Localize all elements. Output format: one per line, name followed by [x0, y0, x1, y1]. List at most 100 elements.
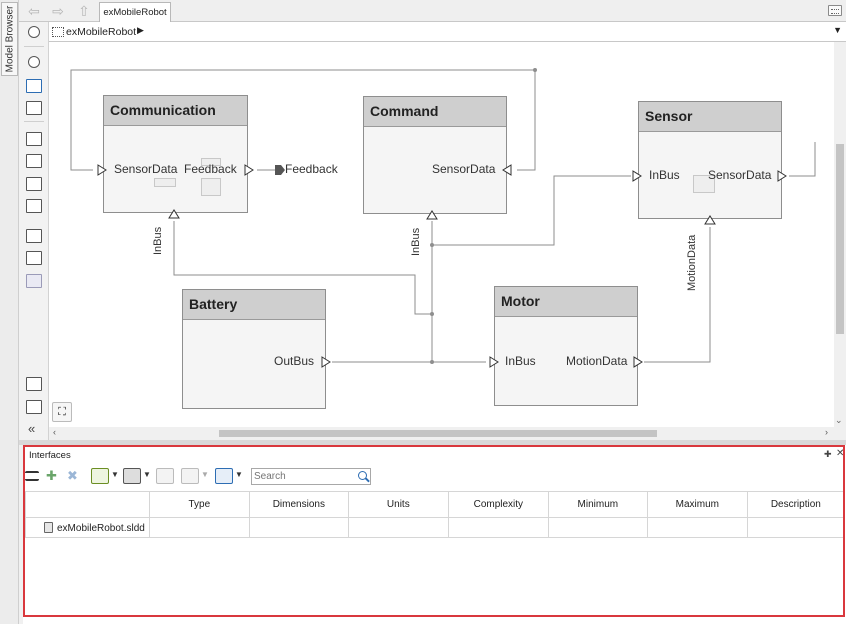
- port-in-icon[interactable]: [489, 356, 499, 368]
- model-browser-tab[interactable]: Model Browser: [1, 2, 18, 76]
- add-element-icon[interactable]: ✚: [46, 468, 57, 483]
- top-toolbar: ⇦ ⇨ ⇧ exMobileRobot: [19, 0, 846, 23]
- pin-icon[interactable]: ✚: [824, 449, 832, 459]
- port-out-icon[interactable]: [502, 164, 512, 176]
- component-sensor[interactable]: Sensor: [638, 101, 782, 219]
- area-icon[interactable]: [26, 274, 42, 288]
- columns-icon[interactable]: [215, 468, 233, 484]
- fit-to-view-icon[interactable]: [26, 79, 42, 93]
- scroll-left-icon[interactable]: ‹: [53, 427, 56, 437]
- port-in-icon[interactable]: [97, 164, 107, 176]
- port-in-icon[interactable]: [704, 215, 716, 225]
- component-motor[interactable]: Motor: [494, 286, 638, 406]
- scroll-down-icon[interactable]: ⌄: [835, 415, 843, 425]
- component-command[interactable]: Command: [363, 96, 507, 214]
- breadcrumb-arrow-icon[interactable]: ▶: [137, 25, 144, 35]
- search-box[interactable]: [251, 468, 371, 485]
- port-in-icon[interactable]: [426, 210, 438, 220]
- connection-lines: [70, 68, 816, 364]
- table-row[interactable]: exMobileRobot.sldd: [25, 517, 845, 538]
- link-icon[interactable]: [156, 468, 174, 484]
- chevron-down-icon[interactable]: ▼: [111, 470, 119, 479]
- import-icon[interactable]: [91, 468, 109, 484]
- image-icon[interactable]: [26, 251, 42, 265]
- keyboard-icon[interactable]: [828, 5, 842, 16]
- internal-block: [693, 175, 715, 193]
- forward-arrow-icon[interactable]: ⇨: [52, 3, 64, 19]
- port-out-icon[interactable]: [777, 170, 787, 182]
- port-label: SensorData: [432, 162, 496, 176]
- hierarchy-icon[interactable]: ⛶: [52, 402, 72, 422]
- port-label: SensorData: [708, 168, 772, 182]
- component-title: Command: [364, 97, 506, 127]
- column-header-maximum[interactable]: Maximum: [646, 491, 748, 518]
- chevron-down-icon[interactable]: ▼: [143, 470, 151, 479]
- add-interface-icon[interactable]: [25, 471, 39, 481]
- horizontal-scrollbar[interactable]: ‹ ›: [49, 427, 834, 440]
- diagram-canvas[interactable]: Communication Command Sensor Battery Mot…: [49, 42, 834, 427]
- chevron-down-icon[interactable]: ▼: [833, 25, 842, 35]
- column-header-dimensions[interactable]: Dimensions: [248, 491, 349, 518]
- port-label: SensorData: [114, 162, 178, 176]
- component-title: Battery: [183, 290, 325, 320]
- tool-palette: «: [19, 22, 49, 442]
- internal-block: [201, 158, 221, 166]
- up-arrow-icon[interactable]: ⇧: [78, 3, 90, 19]
- vertical-scrollbar[interactable]: ⌄: [834, 42, 846, 427]
- horizontal-scroll-thumb[interactable]: [219, 430, 657, 437]
- zoom-icon[interactable]: [28, 56, 40, 68]
- back-arrow-icon[interactable]: ⇦: [28, 3, 40, 19]
- adapter-icon[interactable]: [26, 199, 42, 213]
- table-cell[interactable]: [447, 517, 549, 538]
- hide-browser-icon[interactable]: [28, 26, 40, 38]
- component-battery[interactable]: Battery: [182, 289, 326, 409]
- port-out-icon[interactable]: [321, 356, 331, 368]
- delete-icon[interactable]: ✖: [67, 468, 78, 483]
- table-cell[interactable]: [148, 517, 250, 538]
- port-in-icon[interactable]: [168, 209, 180, 219]
- vertical-scroll-thumb[interactable]: [836, 144, 844, 334]
- search-icon[interactable]: [358, 471, 367, 480]
- annotation-icon[interactable]: [26, 229, 42, 243]
- search-input[interactable]: [254, 470, 354, 483]
- table-cell[interactable]: [248, 517, 349, 538]
- model-icon: [52, 27, 64, 37]
- column-header-name[interactable]: [25, 491, 150, 518]
- port-out-icon[interactable]: [244, 164, 254, 176]
- model-data-icon[interactable]: [26, 400, 42, 414]
- column-header-type[interactable]: Type: [148, 491, 250, 518]
- port-in-icon[interactable]: [632, 170, 642, 182]
- camera-icon[interactable]: [26, 377, 42, 391]
- table-cell[interactable]: [646, 517, 748, 538]
- port-out-icon[interactable]: [633, 356, 643, 368]
- reference-component-icon[interactable]: [26, 154, 42, 168]
- select-icon[interactable]: [26, 101, 42, 115]
- chevron-down-icon[interactable]: ▼: [235, 470, 243, 479]
- panel-divider[interactable]: [19, 440, 846, 445]
- close-icon[interactable]: ✕: [836, 448, 845, 459]
- variant-component-icon[interactable]: [26, 177, 42, 191]
- scroll-right-icon[interactable]: ›: [825, 427, 828, 437]
- internal-block: [201, 178, 221, 196]
- component-communication[interactable]: Communication: [103, 95, 248, 213]
- interfaces-toolbar: ✚ ✖ ▼ ▼ ▼ ▼: [25, 464, 843, 490]
- component-icon[interactable]: [26, 132, 42, 146]
- interfaces-table: Type Dimensions Units Complexity Minimum…: [25, 491, 845, 538]
- column-header-units[interactable]: Units: [347, 491, 449, 518]
- column-header-description[interactable]: Description: [746, 491, 845, 518]
- column-header-minimum[interactable]: Minimum: [547, 491, 648, 518]
- assign-icon[interactable]: [181, 468, 199, 484]
- breadcrumb[interactable]: exMobileRobot: [66, 26, 137, 38]
- palette-separator: [24, 46, 44, 47]
- column-header-complexity[interactable]: Complexity: [447, 491, 549, 518]
- collapse-palette-icon[interactable]: «: [28, 421, 36, 436]
- component-title: Motor: [495, 287, 637, 317]
- table-cell[interactable]: [347, 517, 449, 538]
- chevron-down-icon[interactable]: ▼: [201, 470, 209, 479]
- component-title: Sensor: [639, 102, 781, 132]
- table-cell[interactable]: [746, 517, 845, 538]
- table-cell[interactable]: [547, 517, 648, 538]
- tab-exmobilerobot[interactable]: exMobileRobot: [99, 2, 171, 23]
- dictionary-cell[interactable]: exMobileRobot.sldd: [25, 517, 150, 538]
- save-icon[interactable]: [123, 468, 141, 484]
